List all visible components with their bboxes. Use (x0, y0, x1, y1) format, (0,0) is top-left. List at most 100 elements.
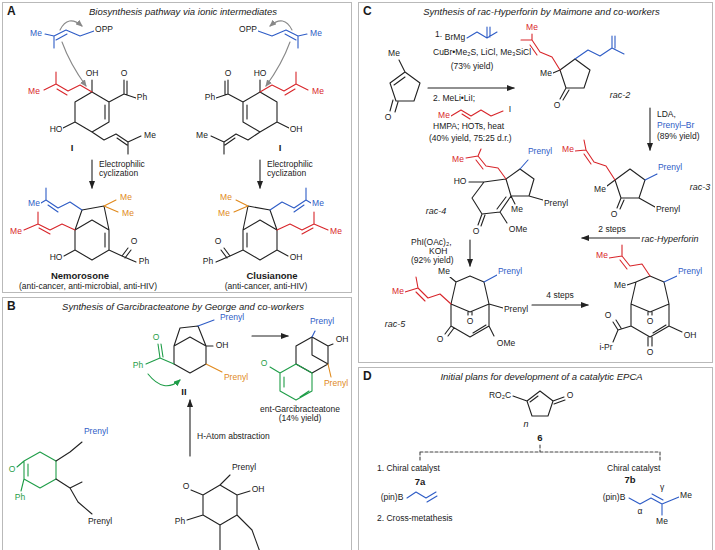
structure-label: (pin)B (380, 493, 405, 502)
structure-label: (pin)B (602, 493, 627, 502)
structure-label: Prenyl (497, 267, 523, 276)
structure-label: O (466, 317, 475, 326)
structure-label: rac-4 (425, 207, 448, 217)
structure-label: Me (510, 205, 524, 214)
structure-label: Me (391, 287, 405, 296)
panel-heading: Synthesis of rac-Hyperforin by Maimone a… (375, 6, 708, 18)
structure-label: Me (679, 491, 693, 500)
structure-label: O (472, 227, 481, 236)
structure-label: (89% yield) (656, 132, 701, 141)
structure-label: O (553, 101, 562, 110)
structure-label: PhI(OAc)₂, (410, 238, 453, 247)
structure-label: 6 (536, 433, 543, 443)
panel-box: BSynthesis of Garcibracteatone by George… (2, 297, 352, 550)
structure-label: Me (593, 185, 607, 194)
panel-heading: Synthesis of Garcibracteatone by George … (19, 301, 347, 313)
structure-label: O (182, 482, 191, 491)
structure-label: Me (311, 87, 325, 96)
structure-label: O (610, 210, 619, 219)
structure-label: Me (311, 199, 325, 208)
structure-label: Ph (138, 257, 150, 266)
structure-label: n (522, 420, 529, 430)
structure-label: Prenyl (503, 305, 529, 314)
structure-label: Ph (14, 493, 26, 502)
structure-label: Me (655, 517, 669, 526)
structure-label: O (8, 465, 17, 474)
structure-label: Me (121, 209, 135, 218)
structure-label: rac-2 (609, 91, 632, 101)
structure-label: 2. Cross-metathesis (376, 514, 454, 523)
structure-label: Chiral catalyst (606, 464, 661, 473)
structure-label: Ph (136, 93, 148, 102)
structure-label: OH (289, 253, 304, 262)
structure-label: O (436, 335, 445, 344)
structure-label: 1. (434, 30, 443, 39)
structure-label: 1. Chiral catalyst (376, 464, 441, 473)
structure-label: Prenyl (309, 317, 335, 326)
panel-heading: Biosynthesis pathway via ionic intermedi… (19, 6, 347, 18)
structure-label: Prenyl (219, 313, 245, 322)
structure-label: Nemorosone (50, 271, 110, 281)
structure-label: LDA, (656, 110, 677, 119)
structure-label: Me (29, 29, 43, 38)
structure-label: OH (289, 125, 304, 134)
structure-label: Prenyl (87, 517, 113, 526)
structure-label: OH (335, 335, 350, 344)
structure-label: I (70, 143, 75, 153)
panel-box: ABiosynthesis pathway via ionic intermed… (2, 2, 352, 293)
structure-label: (anti-cancer, anti-HIV) (224, 282, 309, 291)
structure-label: Ph (202, 257, 214, 266)
structure-label: Me (217, 209, 231, 218)
structure-label: (73% yield) (450, 62, 495, 71)
structure-label: Prenyl (83, 427, 109, 436)
structure-label: Me (195, 131, 209, 140)
structure-label: Me (451, 155, 465, 164)
structure-label: HO (453, 177, 468, 186)
structure-label: OMe (496, 339, 516, 348)
structure-label: HO (49, 253, 64, 262)
structure-label: HO (253, 69, 268, 78)
structure-label: Prenyl–Br (656, 121, 695, 130)
structure-label: O (120, 69, 129, 78)
structure-label: H-Atom abstraction (196, 432, 271, 441)
structure-label: HO (49, 125, 64, 134)
structure-label: Me (329, 227, 343, 236)
panel-heading: Initial plans for development of a catal… (375, 371, 708, 383)
structure-label: RO₂C (488, 391, 512, 400)
structure-label: rac-5 (384, 320, 407, 330)
structure-label: Electrophilic cyclization (98, 160, 166, 179)
structure-label: Me (387, 49, 401, 58)
structure-label: 7b (623, 475, 636, 485)
structure-label: OPP (94, 25, 114, 34)
structure-label: O (260, 359, 269, 368)
structure-label: rac-Hyperforin (640, 235, 699, 245)
structure-label: Me (595, 251, 609, 260)
structure-label: OH (251, 485, 266, 494)
structure-label: 2. MeLi•LiI; (432, 94, 476, 103)
panel-letter: A (7, 4, 16, 18)
structure-label: Me (437, 267, 451, 276)
structure-label: Prenyl (323, 379, 349, 388)
structure-label: i-Pr (598, 343, 613, 352)
structure-label: KOH (428, 247, 448, 256)
structure-label: O (646, 317, 655, 326)
structure-label: CuBr•Me₂S, LiCl, Me₃SiCl (432, 48, 532, 57)
structure-label: OH (215, 341, 230, 350)
structure-label: BrMg (444, 33, 466, 42)
structure-label: (92% yield) (410, 256, 455, 265)
structure-label: O (604, 311, 613, 320)
structure-label: OH (85, 69, 100, 78)
structure-label: Prenyl (231, 463, 257, 472)
structure-label: HMPA; HOTs, heat (432, 122, 505, 131)
structure-label: OPP (238, 25, 258, 34)
structure-label: O (152, 333, 161, 342)
structure-label: II (180, 387, 187, 397)
structure-label: α (637, 507, 644, 516)
structure-label: Me (143, 131, 157, 140)
structure-label: I (278, 143, 283, 153)
structure-label: O (646, 348, 655, 357)
structure-label: Me (437, 111, 451, 120)
structure-label: 4 steps (545, 291, 574, 300)
structure-I-nemorosone (24, 21, 141, 262)
